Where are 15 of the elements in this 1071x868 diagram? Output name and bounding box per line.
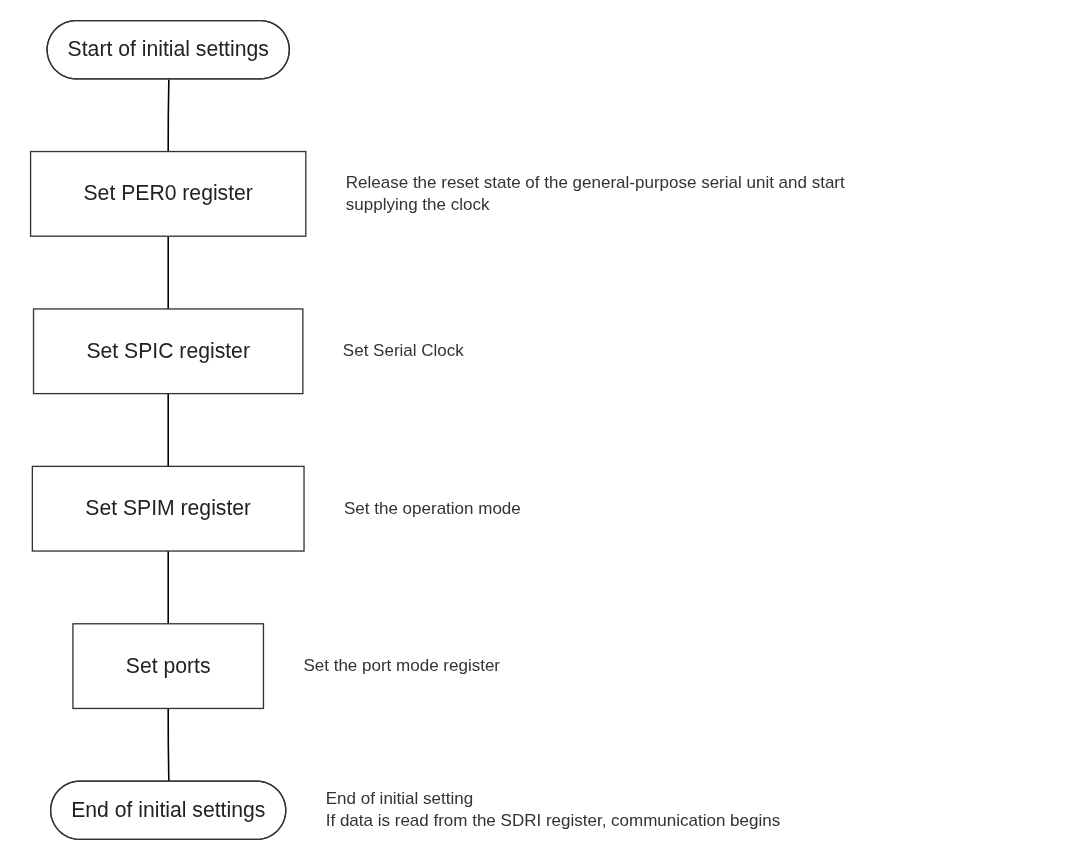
step-note: Release the reset state of the general-purpose serial unit and start supplying the clock [345, 171, 846, 216]
step-note: Set the port mode register [303, 655, 501, 678]
node-box [72, 623, 265, 710]
step-note: Set the operation mode [344, 497, 522, 520]
node-box [31, 465, 305, 552]
step-note: If data is read from the SDRI register, communication begins [325, 810, 782, 833]
step-note: End of initial setting [325, 788, 475, 811]
connector [167, 707, 170, 783]
connector [167, 78, 170, 153]
connector [167, 550, 169, 625]
connector [167, 392, 169, 468]
node-box [32, 308, 304, 395]
step-note: Set Serial Clock [342, 340, 465, 363]
node-box [29, 150, 307, 237]
connector [167, 235, 169, 310]
